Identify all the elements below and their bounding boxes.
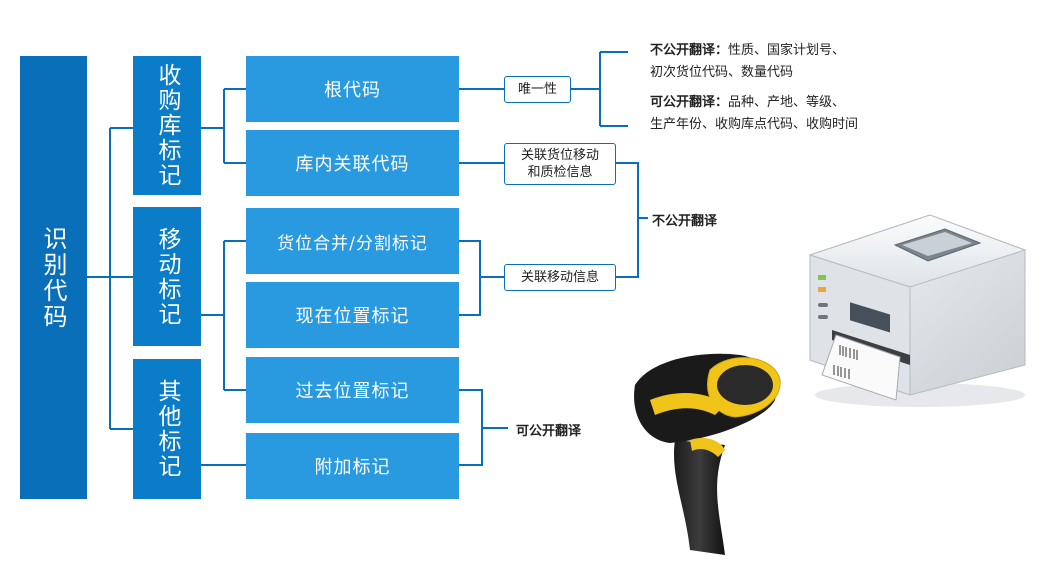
note-heading: 不公开翻译： [650, 43, 729, 58]
note-text: 生产年份、收购库点代码、收购时间 [650, 117, 859, 132]
category-movement: 移动标记 [133, 207, 201, 346]
tag-related-location: 关联货位移动 和质检信息 [504, 143, 616, 185]
root-label: 识别代码 [39, 225, 67, 330]
category-label: 其他标记 [154, 379, 180, 479]
leaf-related-code: 库内关联代码 [246, 130, 459, 196]
leaf-additional: 附加标记 [246, 433, 459, 499]
leaf-root-code: 根代码 [246, 56, 459, 122]
tag-related-move: 关联移动信息 [504, 264, 616, 291]
leaf-label: 附加标记 [314, 457, 391, 478]
tag-label: 唯一性 [517, 82, 557, 97]
barcode-printer-image [808, 214, 1027, 407]
note-heading: 可公开翻译： [650, 95, 729, 110]
leaf-label: 货位合并/分割标记 [277, 233, 428, 254]
leaf-label: 过去位置标记 [295, 381, 410, 402]
leaf-past-position: 过去位置标记 [246, 357, 459, 423]
leaf-label: 现在位置标记 [295, 306, 410, 327]
label-public: 可公开翻译 [516, 424, 582, 439]
label-nonpublic: 不公开翻译 [652, 214, 718, 229]
tag-uniqueness: 唯一性 [504, 76, 571, 103]
leaf-label: 库内关联代码 [295, 154, 410, 175]
category-acquisition: 收购库标记 [133, 56, 201, 195]
note-text: 性质、国家计划号、 [728, 43, 846, 58]
root-node: 识别代码 [20, 56, 87, 499]
note-text: 初次货位代码、数量代码 [650, 65, 794, 80]
tag-label: 和质检信息 [527, 165, 593, 180]
note-public: 可公开翻译：品种、产地、等级、 生产年份、收购库点代码、收购时间 [650, 92, 858, 136]
note-nonpublic: 不公开翻译：性质、国家计划号、 初次货位代码、数量代码 [650, 40, 845, 84]
category-label: 收购库标记 [154, 63, 180, 188]
category-label: 移动标记 [154, 226, 180, 327]
tag-label: 关联移动信息 [520, 270, 599, 285]
leaf-label: 根代码 [324, 80, 381, 101]
leaf-current-position: 现在位置标记 [246, 282, 459, 348]
category-other: 其他标记 [133, 359, 201, 499]
tag-label: 关联货位移动 [520, 148, 599, 163]
barcode-scanner-image [634, 353, 781, 555]
note-text: 品种、产地、等级、 [728, 95, 846, 110]
leaf-merge-split: 货位合并/分割标记 [246, 208, 459, 274]
